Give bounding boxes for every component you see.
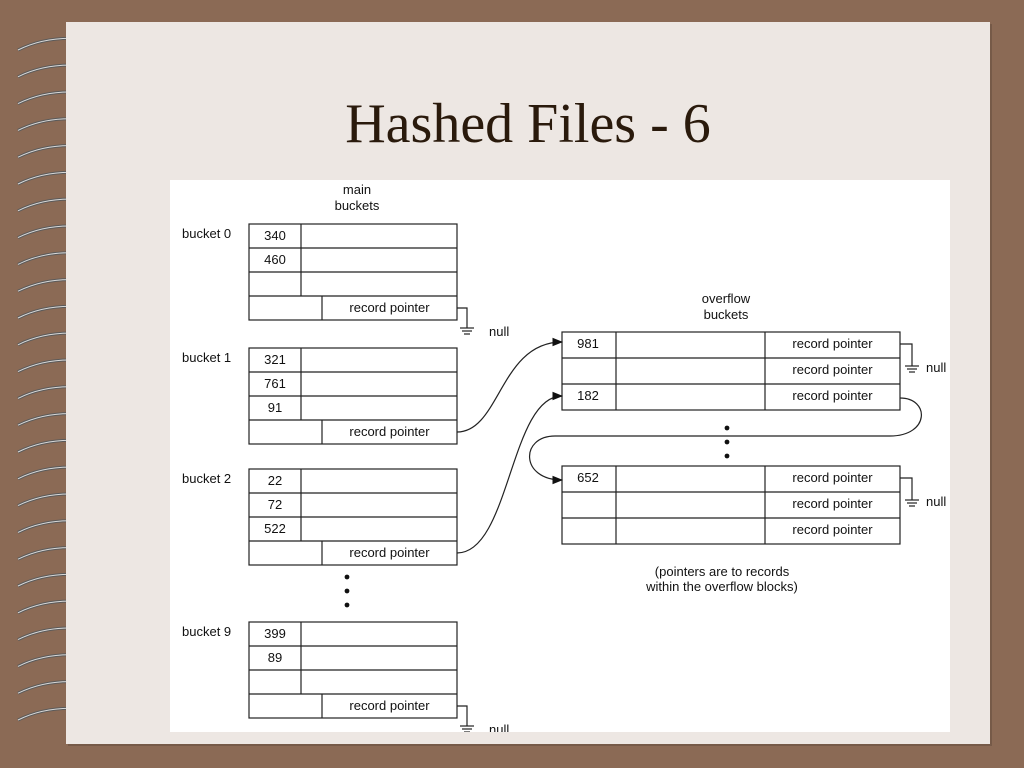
record-pointer: record pointer xyxy=(792,496,873,511)
pointer-arrow xyxy=(456,391,564,554)
null-label: null xyxy=(489,324,509,339)
record-key: 460 xyxy=(264,252,286,267)
record-key: 22 xyxy=(268,473,282,488)
record-pointer: record pointer xyxy=(792,388,873,403)
pointer-arrow xyxy=(456,337,564,433)
record-key: 182 xyxy=(577,388,599,403)
record-key: 652 xyxy=(577,470,599,485)
null-label: null xyxy=(926,360,946,375)
main-bucket: bucket 2 22 72 522 record pointer xyxy=(182,468,458,566)
ellipsis-dot xyxy=(344,602,350,608)
main-buckets-label: buckets xyxy=(335,198,380,213)
record-pointer: record pointer xyxy=(349,300,430,315)
record-key: 981 xyxy=(577,336,599,351)
record-key: 89 xyxy=(268,650,282,665)
ellipsis-dot xyxy=(724,425,730,431)
record-pointer: record pointer xyxy=(792,362,873,377)
null-label: null xyxy=(926,494,946,509)
record-key: 321 xyxy=(264,352,286,367)
record-pointer: record pointer xyxy=(349,424,430,439)
ground-symbol xyxy=(905,494,919,507)
overflow-buckets-label: buckets xyxy=(704,307,749,322)
overflow-block: 652 record pointer record pointer record po… xyxy=(561,465,946,545)
bucket-label: bucket 9 xyxy=(182,624,231,639)
main-bucket: bucket 0 340 460 record pointer null xyxy=(182,223,509,339)
ellipsis-dot xyxy=(724,439,730,445)
record-key: 72 xyxy=(268,497,282,512)
record-pointer: record pointer xyxy=(792,522,873,537)
record-key: 761 xyxy=(264,376,286,391)
record-key: 522 xyxy=(264,521,286,536)
bucket-label: bucket 0 xyxy=(182,226,231,241)
null-label: null xyxy=(489,722,509,732)
record-key: 91 xyxy=(268,400,282,415)
ellipsis-dot xyxy=(724,453,730,459)
record-key: 340 xyxy=(264,228,286,243)
overflow-buckets-label: overflow xyxy=(702,291,751,306)
ground-symbol xyxy=(460,720,474,732)
ground-symbol xyxy=(905,360,919,373)
bucket-label: bucket 2 xyxy=(182,471,231,486)
main-buckets-label: main xyxy=(343,182,371,197)
record-key: 399 xyxy=(264,626,286,641)
main-bucket: bucket 1 321 761 91 record pointer xyxy=(182,347,458,445)
ellipsis-dot xyxy=(344,574,350,580)
overflow-note: (pointers are to records xyxy=(655,564,790,579)
main-bucket: bucket 9 399 89 record pointer null xyxy=(182,621,509,732)
record-pointer: record pointer xyxy=(792,470,873,485)
record-pointer: record pointer xyxy=(349,698,430,713)
slide-title: Hashed Files - 6 xyxy=(345,93,711,155)
overflow-note: within the overflow blocks) xyxy=(645,579,798,594)
ellipsis-dot xyxy=(344,588,350,594)
overflow-block: 981 record pointer record pointer 182 record… xyxy=(561,331,946,411)
chain-arrow xyxy=(529,397,922,485)
bucket-label: bucket 1 xyxy=(182,350,231,365)
record-pointer: record pointer xyxy=(792,336,873,351)
record-pointer: record pointer xyxy=(349,545,430,560)
ground-symbol xyxy=(460,322,474,335)
